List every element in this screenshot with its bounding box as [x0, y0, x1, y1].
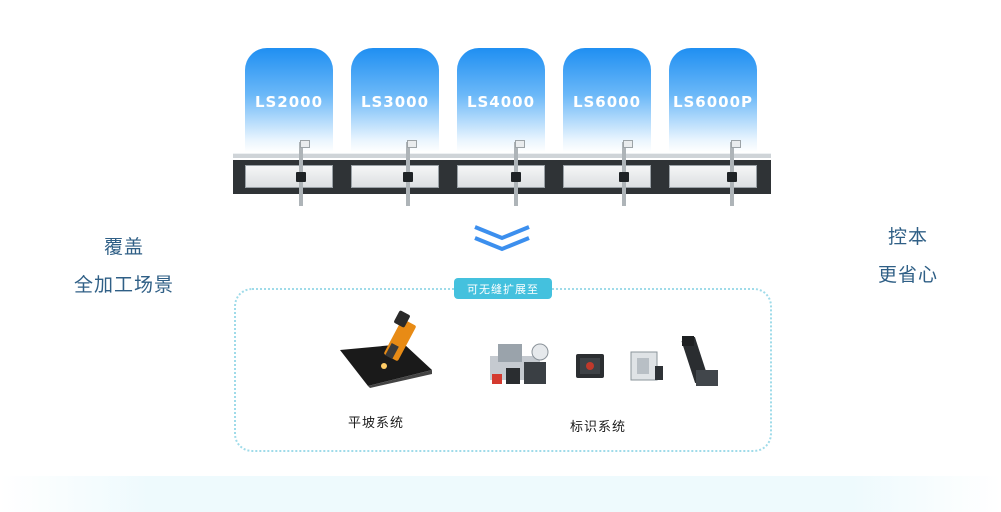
marking-unit-icon — [490, 343, 549, 384]
gantry-carriage — [403, 138, 417, 208]
model-label: LS6000 — [572, 93, 642, 111]
bottom-band — [0, 476, 1001, 512]
gantry-carriage — [727, 138, 741, 208]
left-slogan-line-1: 覆盖 — [103, 236, 144, 258]
machine-bay — [669, 165, 757, 188]
gantry-carriage — [619, 138, 633, 208]
machine-bay — [245, 165, 333, 188]
right-slogan-line-1: 控本 — [887, 226, 928, 248]
cutting-machine-illustration — [233, 138, 771, 208]
machine-bay — [351, 165, 439, 188]
sensor-head-icon — [681, 336, 718, 386]
double-chevron-down-icon — [474, 225, 530, 252]
model-cards: LS2000 LS3000 LS4000 LS6000 LS6000P — [245, 48, 760, 158]
bevel-cutting-head-icon — [340, 310, 432, 388]
model-label: LS6000P — [672, 93, 754, 111]
model-card-ls4000[interactable]: LS4000 — [457, 48, 545, 152]
right-slogan: 控本 更省心 — [856, 218, 960, 294]
model-card-ls2000[interactable]: LS2000 — [245, 48, 333, 152]
gantry-rail — [233, 153, 771, 158]
model-card-ls3000[interactable]: LS3000 — [351, 48, 439, 152]
model-label: LS2000 — [254, 93, 324, 111]
model-label: LS3000 — [360, 93, 430, 111]
left-slogan: 覆盖 全加工场景 — [62, 228, 186, 304]
model-label: LS4000 — [466, 93, 536, 111]
bevel-system-label: 平坡系统 — [348, 416, 405, 431]
right-slogan-line-2: 更省心 — [877, 264, 938, 286]
model-card-ls6000p[interactable]: LS6000P — [669, 48, 757, 152]
left-slogan-line-2: 全加工场景 — [73, 274, 174, 296]
model-card-ls6000[interactable]: LS6000 — [563, 48, 651, 152]
extension-badge: 可无缝扩展至 — [454, 278, 552, 299]
camera-module-icon — [576, 354, 604, 378]
bracket-module-icon — [630, 351, 663, 381]
marking-system-label: 标识系统 — [570, 420, 627, 435]
gantry-carriage — [296, 138, 310, 208]
gantry-carriage — [511, 138, 525, 208]
machine-bay — [563, 165, 651, 188]
machine-bay — [457, 165, 545, 188]
